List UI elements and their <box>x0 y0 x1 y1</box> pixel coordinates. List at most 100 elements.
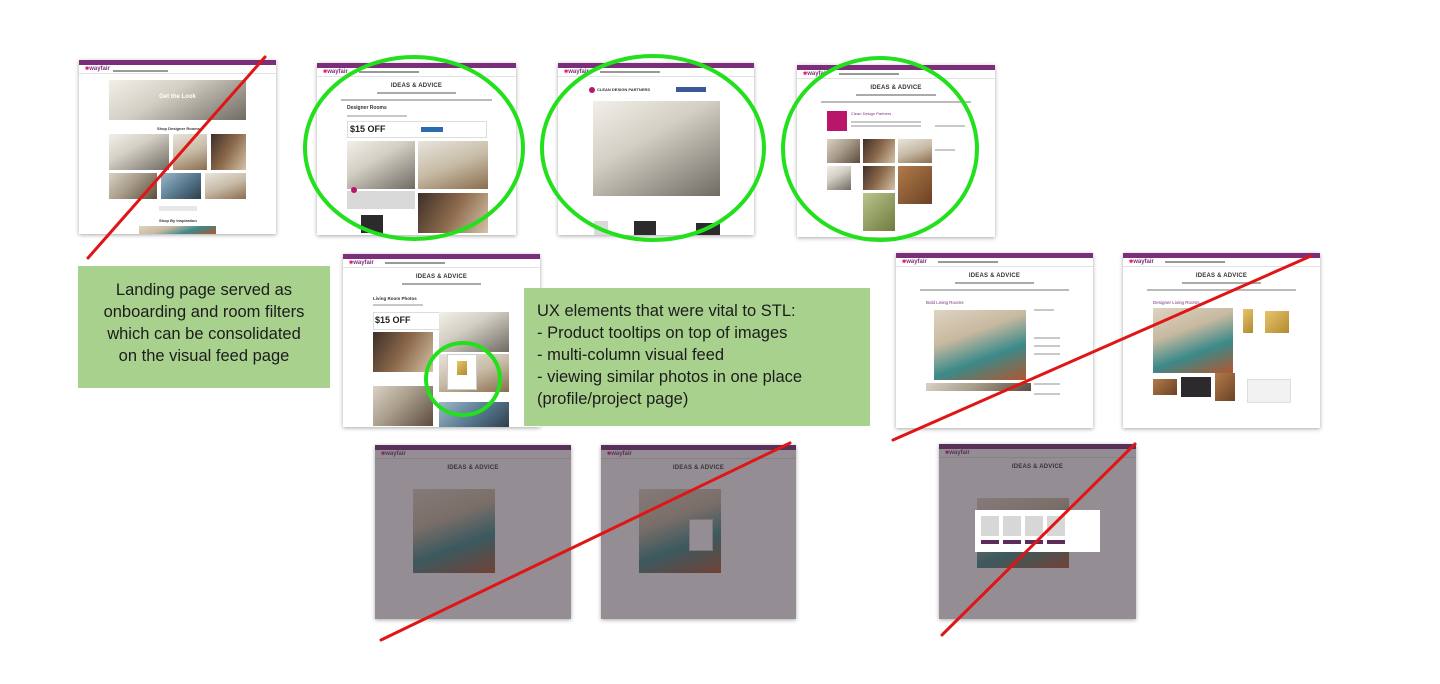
screenshot-photo-detail: ✱wayfair CLEAN DESIGN PARTNERS <box>558 63 754 235</box>
lightbox-panel <box>635 473 725 607</box>
ideas-header: IDEAS & ADVICE <box>601 459 796 487</box>
product-pillow <box>1265 311 1289 333</box>
top-promo-bar <box>343 254 540 259</box>
ideas-header: IDEAS & ADVICE <box>1123 267 1320 295</box>
hero-image <box>109 80 246 120</box>
product-rug <box>1215 373 1235 401</box>
feed-image <box>347 141 415 189</box>
screenshot-bold-living-rooms: ✱wayfair IDEAS & ADVICE Bold Living Room… <box>896 253 1093 428</box>
project-photo <box>827 166 851 190</box>
note-line: onboarding and room filters <box>103 303 305 321</box>
note-line: UX elements that were vital to STL: <box>537 302 796 320</box>
ideas-header: IDEAS & ADVICE <box>317 77 516 105</box>
wayfair-logo: ✱wayfair <box>381 451 406 457</box>
nav-links <box>1165 261 1225 263</box>
wayfair-logo: ✱wayfair <box>85 66 110 72</box>
main-photo <box>934 310 1026 380</box>
room-tile <box>161 173 201 199</box>
ideas-header: IDEAS & ADVICE <box>797 79 995 107</box>
page-title: Bold Living Rooms <box>926 300 964 305</box>
partner-name: CLEAN DESIGN PARTNERS <box>597 87 651 92</box>
product-lamp <box>1243 309 1253 333</box>
project-photo <box>898 166 932 204</box>
feed-image <box>347 191 415 209</box>
page-title: Designer Living Rooms <box>1153 300 1200 305</box>
main-photo <box>593 101 720 196</box>
screenshot-living-room-feed: ✱wayfair IDEAS & ADVICE Living Room Phot… <box>343 254 540 427</box>
top-promo-bar <box>601 445 796 450</box>
avatar <box>351 187 357 193</box>
section-title-2: Shop By Inspiration <box>159 218 197 223</box>
lightbox-panel <box>409 473 499 607</box>
project-photo <box>863 166 895 190</box>
nav-links <box>385 262 445 264</box>
wayfair-logo: ✱wayfair <box>803 71 828 77</box>
project-photo <box>863 193 895 231</box>
profile-name: Clean Design Partners <box>851 111 892 116</box>
room-tile <box>173 134 207 170</box>
nav-links <box>113 70 168 72</box>
nav-links <box>600 71 660 73</box>
project-photo <box>827 139 860 163</box>
ideas-title: IDEAS & ADVICE <box>672 465 725 471</box>
page-title: Living Room Photos <box>373 296 417 301</box>
ideas-title: IDEAS & ADVICE <box>1195 273 1248 279</box>
product-tooltip <box>447 354 477 390</box>
wayfair-logo: ✱wayfair <box>607 451 632 457</box>
room-tile <box>211 134 246 170</box>
nav-links <box>359 71 419 73</box>
feed-image <box>373 386 433 426</box>
nav-bar <box>343 259 540 268</box>
feed-image <box>373 332 433 372</box>
nav-bar <box>375 450 571 459</box>
screenshot-designer-living-rooms: ✱wayfair IDEAS & ADVICE Designer Living … <box>1123 253 1320 428</box>
section-title: Shop Designer Rooms <box>157 126 200 131</box>
feed-image <box>439 402 509 427</box>
screenshot-lightbox-2: ✱wayfair IDEAS & ADVICE <box>601 445 796 619</box>
button-placeholder <box>159 206 197 211</box>
screenshot-designer-rooms: ✱wayfair IDEAS & ADVICE Designer Rooms $… <box>317 63 516 235</box>
shop-item <box>696 223 720 235</box>
product-card <box>1025 516 1043 536</box>
product-tooltip <box>689 519 713 551</box>
screenshot-lightbox-1: ✱wayfair IDEAS & ADVICE <box>375 445 571 619</box>
note-line: (profile/project page) <box>537 390 689 408</box>
shop-item <box>594 221 608 235</box>
shop-item <box>634 221 656 235</box>
project-photo <box>863 139 895 163</box>
feed-image <box>439 312 509 352</box>
ux-elements-note: UX elements that were vital to STL: - Pr… <box>524 288 870 426</box>
feed-image <box>418 193 488 233</box>
note-line: Landing page served as <box>115 281 293 299</box>
top-promo-bar <box>939 444 1136 449</box>
ideas-title: IDEAS & ADVICE <box>1011 464 1064 470</box>
ideas-header: IDEAS & ADVICE <box>896 267 1093 295</box>
room-tile <box>109 134 169 170</box>
card-button <box>1047 540 1065 544</box>
note-line: - Product tooltips on top of images <box>537 324 788 342</box>
wayfair-logo: ✱wayfair <box>564 69 589 75</box>
product-card <box>1047 516 1065 536</box>
note-line: which can be consolidated <box>107 325 301 343</box>
product-ottoman <box>1181 377 1211 397</box>
partner-avatar <box>589 87 595 93</box>
lightbox-photo <box>639 489 721 573</box>
ad-price: $15 OFF <box>350 124 386 134</box>
promo-box <box>1247 379 1291 403</box>
ideas-title: IDEAS & ADVICE <box>968 273 1021 279</box>
product-card <box>981 516 999 536</box>
page-title: Designer Rooms <box>347 105 387 111</box>
product-card <box>1003 516 1021 536</box>
feed-image <box>418 141 488 189</box>
hero-title: Get the Look <box>159 94 196 100</box>
nav-bar <box>939 449 1136 458</box>
card-button <box>981 540 999 544</box>
similar-products-modal <box>975 510 1100 552</box>
ideas-title: IDEAS & ADVICE <box>390 83 443 89</box>
screenshot-profile-page: ✱wayfair IDEAS & ADVICE Clean Design Par… <box>797 65 995 237</box>
lightbox-photo <box>413 489 495 573</box>
landing-page-note: Landing page served as onboarding and ro… <box>78 266 330 388</box>
ideas-header: IDEAS & ADVICE <box>939 458 1136 486</box>
wayfair-logo: ✱wayfair <box>323 69 348 75</box>
nav-bar <box>601 450 796 459</box>
